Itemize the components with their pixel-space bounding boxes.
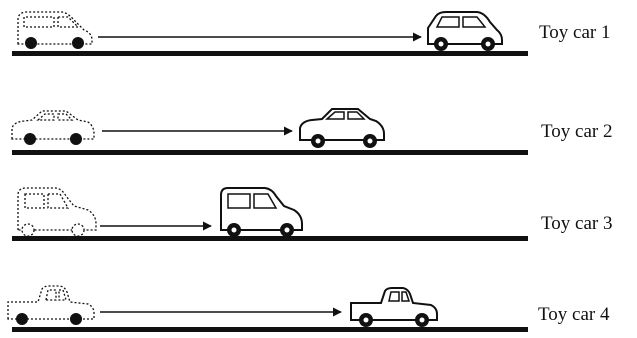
start-car-wheel bbox=[70, 313, 82, 325]
track-ground bbox=[12, 236, 528, 241]
end-car-solid-icon bbox=[300, 109, 384, 148]
toy-car-label: Toy car 4 bbox=[538, 304, 610, 325]
track-ground bbox=[12, 327, 528, 332]
row-toy-car-2: Toy car 2 bbox=[12, 109, 612, 155]
row-toy-car-4: Toy car 4 bbox=[8, 286, 610, 332]
start-car-wheel bbox=[72, 37, 84, 49]
end-car-solid-icon bbox=[351, 288, 437, 327]
start-car-wheel bbox=[24, 133, 36, 145]
track-ground bbox=[12, 51, 528, 56]
end-car-solid-icon bbox=[428, 12, 502, 51]
start-car-wheel bbox=[72, 224, 84, 236]
row-toy-car-1: Toy car 1 bbox=[12, 12, 610, 56]
toy-car-label: Toy car 1 bbox=[539, 22, 610, 43]
start-car-wheel bbox=[16, 313, 28, 325]
toy-car-label: Toy car 2 bbox=[541, 121, 612, 142]
start-car-wheel bbox=[70, 133, 82, 145]
start-car-wheel bbox=[22, 224, 34, 236]
row-toy-car-3: Toy car 3 bbox=[12, 188, 612, 241]
start-car-dotted-icon bbox=[12, 111, 94, 139]
track-ground bbox=[12, 150, 528, 155]
start-car-wheel bbox=[25, 37, 37, 49]
toy-car-label: Toy car 3 bbox=[541, 213, 612, 234]
end-car-solid-icon bbox=[221, 188, 302, 237]
